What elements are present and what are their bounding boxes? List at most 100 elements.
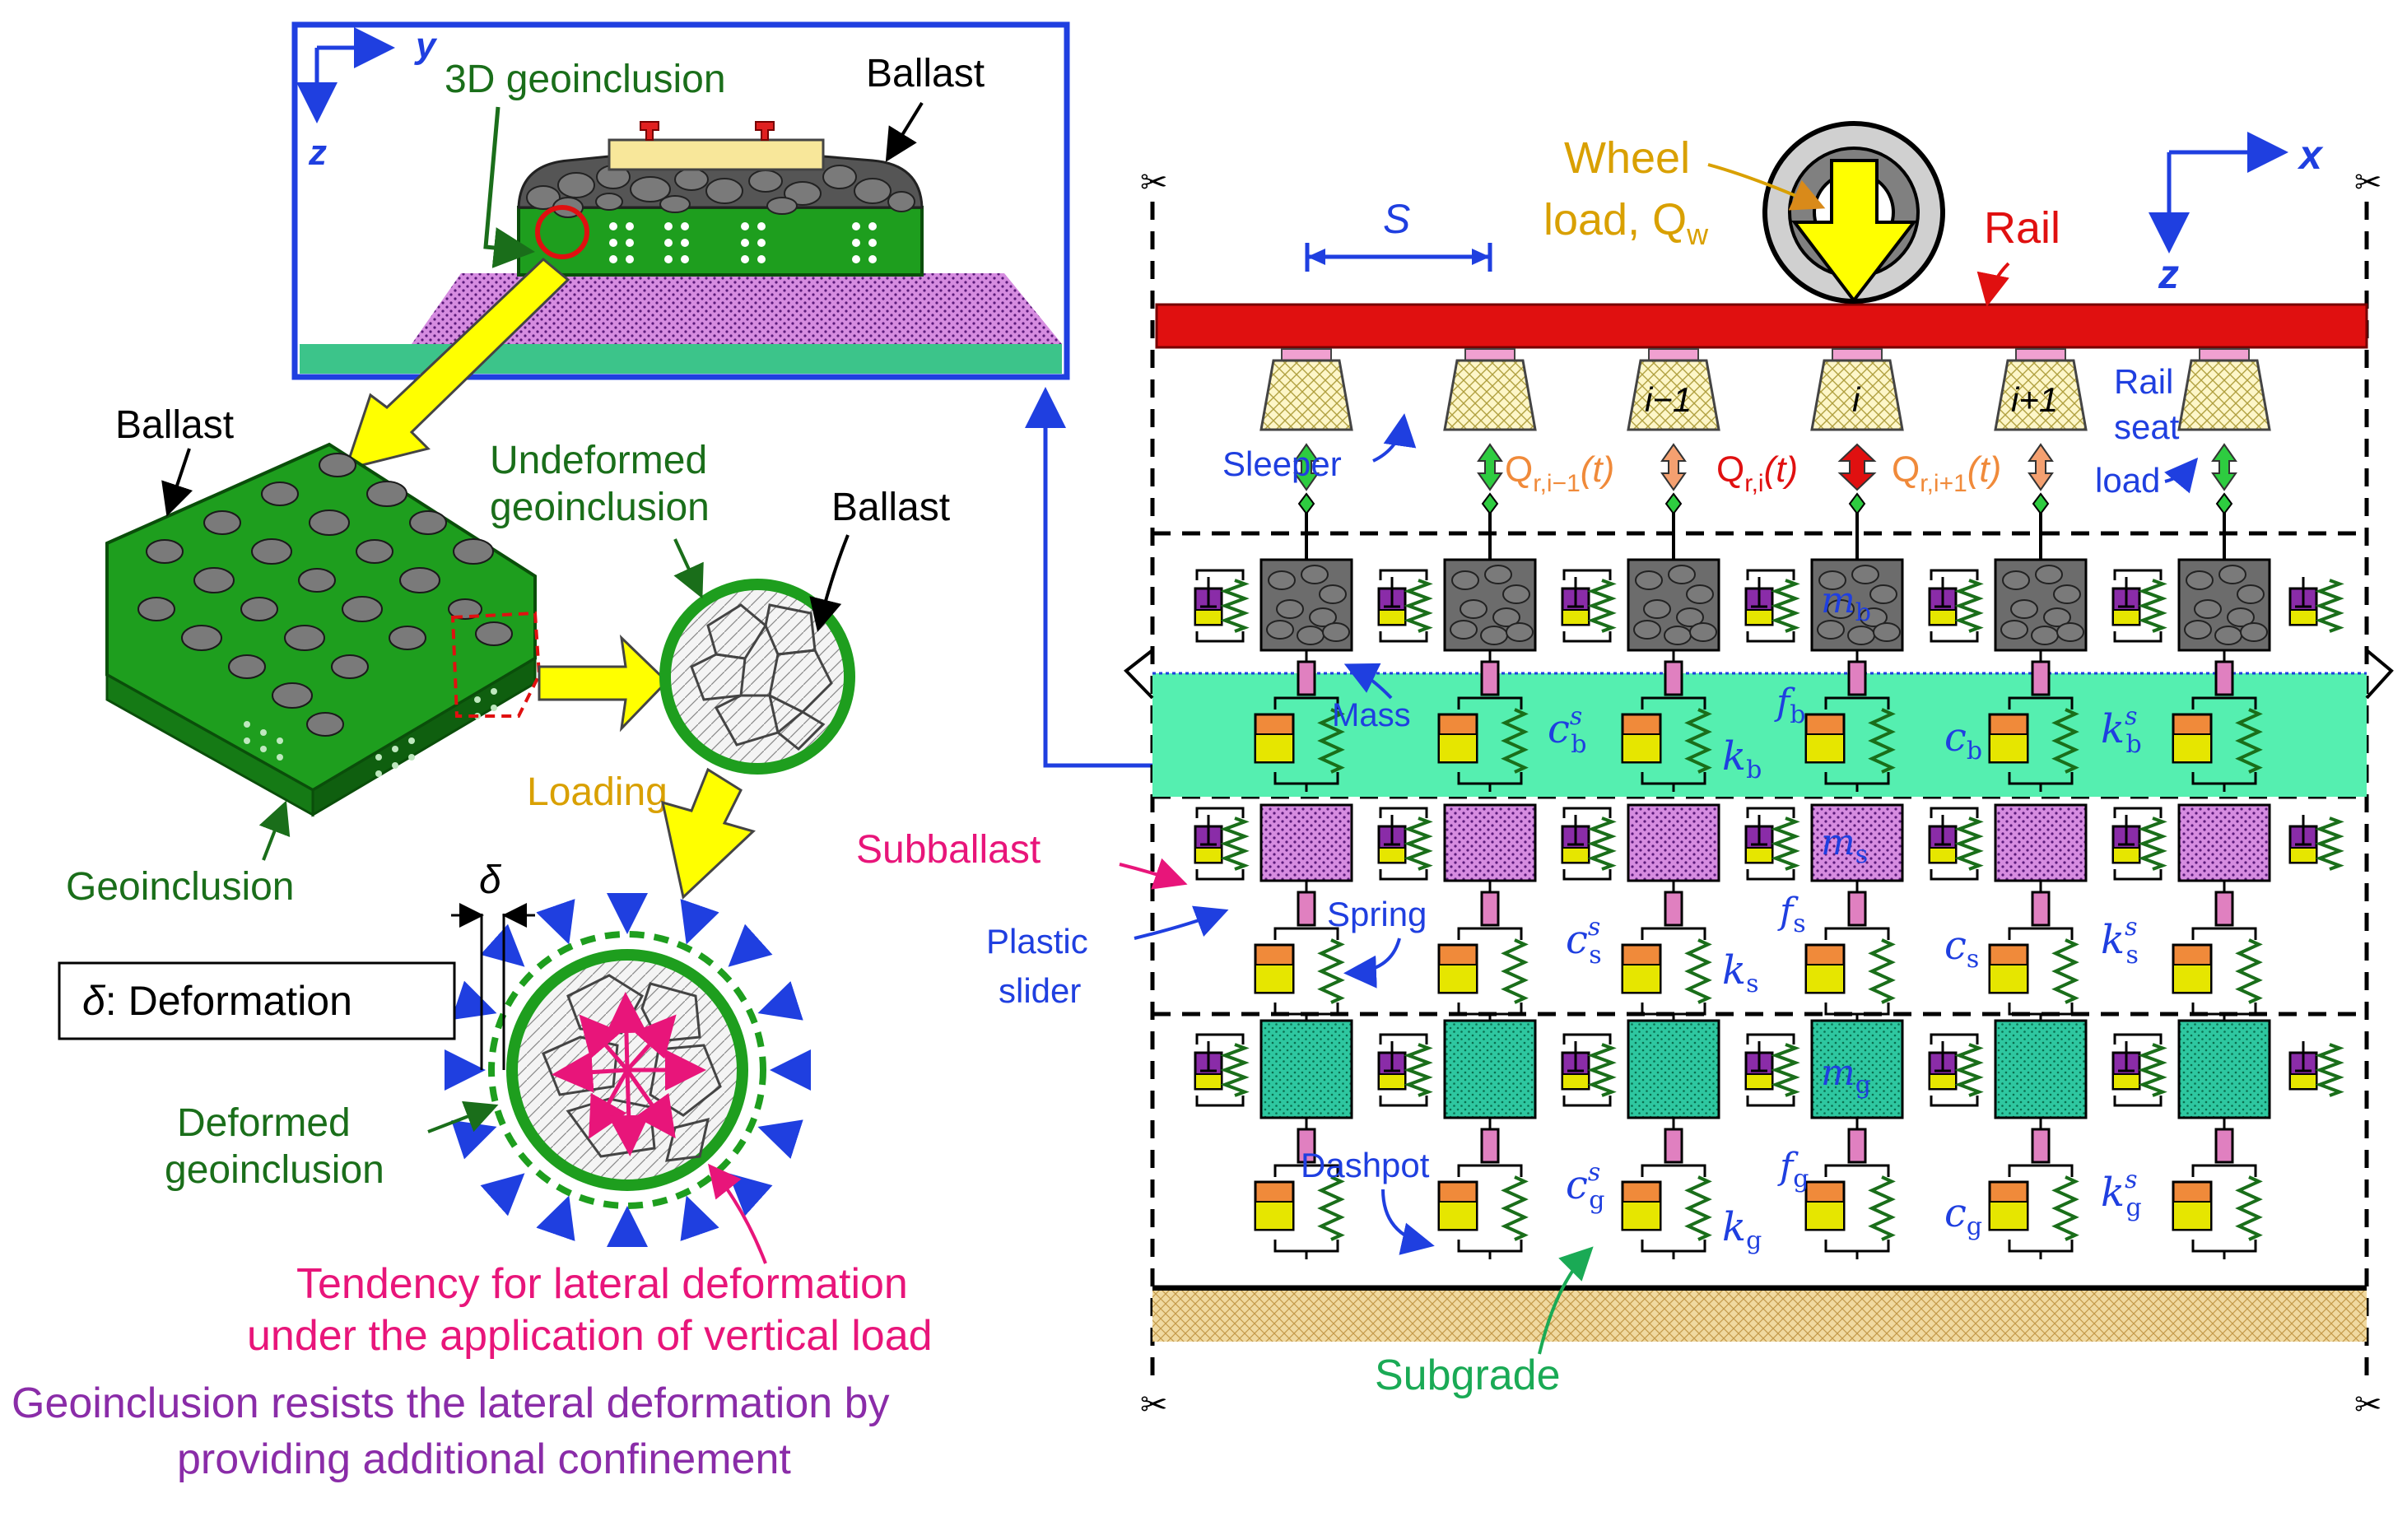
sleeper — [1443, 348, 1537, 431]
subgrade-lateral-element — [2288, 1041, 2344, 1097]
deformed-leader — [427, 1100, 499, 1133]
subgrade-k-symbol: kg — [1722, 1204, 1762, 1255]
inset-axis-z: z — [308, 133, 327, 173]
q-i-label: Qr,i(t) — [1716, 449, 1798, 497]
inset-rails — [640, 121, 775, 141]
plastic-slider-label-2: slider — [999, 971, 1081, 1010]
inset-geoinclusion-leader — [483, 106, 535, 268]
ballast-vertical-element — [1804, 650, 1896, 792]
ballast-layer-elements — [1194, 558, 2344, 792]
zoom-arrow-1 — [343, 257, 570, 472]
cells-ballast-leader — [161, 448, 193, 517]
inset-zoom-circle — [535, 205, 589, 259]
zoom-arrow-2 — [538, 634, 669, 733]
subgrade-friction-symbol: fg — [1777, 1146, 1809, 1193]
rail-seat-load-arrow — [1837, 443, 1877, 568]
rail-seat-label-1: Rail — [2114, 362, 2173, 401]
subgrade-mass — [2111, 1019, 2271, 1119]
rail-seat-leader — [2164, 457, 2199, 494]
subgrade-c-symbol: cg — [1944, 1190, 1982, 1241]
ballast-mass — [1561, 558, 1720, 652]
wheel-load-label-1: Wheel — [1564, 133, 1690, 183]
subballast-mass — [1377, 803, 1537, 882]
subballast-lateral-element — [2288, 815, 2344, 871]
ballast-mass — [1928, 558, 2088, 652]
inset-ballast-label: Ballast — [866, 52, 985, 95]
rail-seat-label-2: seat — [2114, 407, 2180, 446]
subballast-k-symbol: ks — [1722, 947, 1759, 998]
band-break-right — [2365, 649, 2394, 700]
delta-symbol: δ — [479, 858, 502, 902]
svg-text:✂: ✂ — [2354, 165, 2382, 201]
sleeper — [1259, 348, 1353, 431]
deformed-label-2: geoinclusion — [165, 1148, 384, 1192]
geocell-zoom-box — [450, 611, 542, 718]
plastic-slider-label-1: Plastic — [986, 922, 1088, 961]
wheel-load-arrow — [1790, 159, 1918, 304]
inset-axes — [296, 27, 395, 123]
delta-dimension — [451, 903, 535, 1070]
loading-label: Loading — [527, 770, 668, 814]
inset-subballast — [412, 273, 1062, 344]
inset-ballast-stones — [526, 165, 915, 218]
subballast-mass — [1928, 803, 2088, 882]
subballast-label: Subballast — [856, 828, 1041, 872]
inset-to-model-connector — [1025, 387, 1152, 768]
q-next-label: Qr,i+1(t) — [1892, 449, 2001, 497]
subballast-vertical-element — [1621, 881, 1712, 1022]
deformation-legend-text: δ: Deformation — [82, 978, 352, 1024]
subballast-c-symbol: cs — [1944, 923, 1979, 974]
geoinclusion-label: Geoinclusion — [66, 865, 295, 909]
tendency-line-2: under the application of vertical load — [247, 1312, 933, 1360]
subgrade-mass — [1561, 1019, 1720, 1119]
rail-label: Rail — [1984, 203, 2060, 253]
subballast-mass — [1744, 803, 1904, 882]
subballast-mass — [1561, 803, 1720, 882]
subballast-mass-symbol: ms — [1821, 821, 1868, 869]
ballast-mass — [1194, 558, 1353, 652]
svg-text:✂: ✂ — [1140, 1387, 1168, 1423]
cross-section-inset: y z 3D geoinclusion Ballast — [291, 21, 1070, 380]
geoinclusion-leader — [258, 800, 291, 861]
inset-geocell-holes — [609, 222, 877, 263]
rail-beam — [1155, 303, 2368, 349]
subgrade-leader — [1538, 1246, 1594, 1355]
spring-label: Spring — [1327, 895, 1427, 933]
subgrade-vertical-element — [2172, 1118, 2263, 1259]
deformed-geoinclusion-circle — [445, 893, 811, 1247]
subgrade-mass — [1928, 1019, 2088, 1119]
rail-seat-load-arrow — [1660, 443, 1687, 568]
sleeper-leader — [1372, 413, 1417, 463]
sleeper-index-current: i — [1852, 380, 1861, 419]
subgrade-mass — [1744, 1019, 1904, 1119]
subballast-vertical-element — [1254, 881, 1345, 1022]
undeformed-leader — [673, 538, 704, 599]
undeformed-label-1: Undeformed — [490, 439, 707, 482]
deformed-label-1: Deformed — [177, 1101, 351, 1145]
ballast-vertical-element — [1988, 650, 2079, 792]
scissors-icon: ✂✂ ✂✂ — [1140, 165, 2382, 1423]
rail-leader — [1976, 262, 2010, 307]
spring-leader — [1343, 937, 1401, 989]
subgrade-vertical-element — [1437, 1118, 1529, 1259]
inset-axis-y: y — [414, 26, 438, 66]
ballast-vertical-element — [2172, 650, 2263, 792]
subgrade-soil — [1152, 1291, 2367, 1342]
sleeper — [1627, 348, 1720, 431]
sleeper — [1994, 348, 2088, 431]
circle-ballast-label: Ballast — [831, 486, 950, 529]
subballast-vertical-element — [1437, 881, 1529, 1022]
band-break-left — [1124, 649, 1154, 700]
undeformed-geoinclusion-circle — [659, 579, 855, 775]
rail-seat-load-arrow — [1477, 443, 1503, 568]
tendency-line-1: Tendency for lateral deformation — [296, 1260, 908, 1308]
ballast-c-symbol: cb — [1944, 714, 1982, 765]
inset-sleeper — [608, 138, 825, 171]
wheel-load-leader — [1707, 163, 1826, 211]
subballast-vertical-element — [1804, 881, 1896, 1022]
resist-line-2: providing additional confinement — [177, 1435, 791, 1483]
